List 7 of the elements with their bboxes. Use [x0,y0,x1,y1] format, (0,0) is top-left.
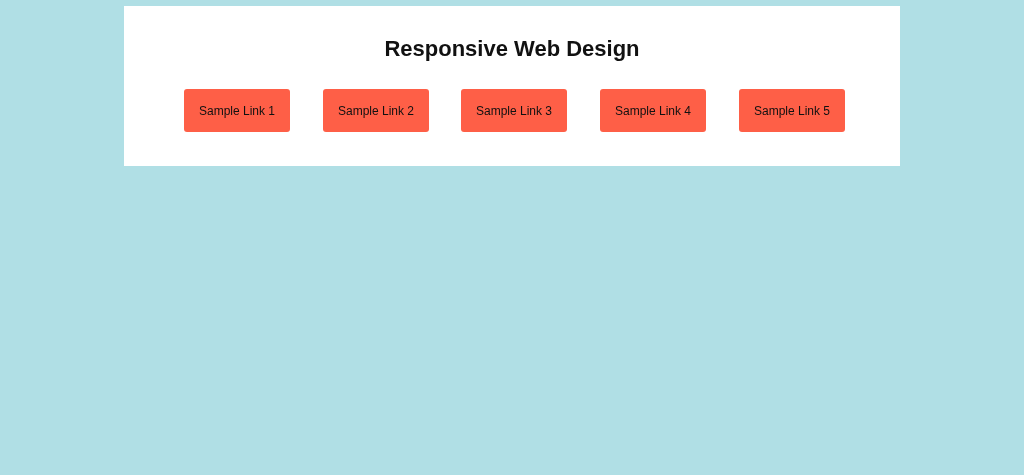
link-button: Sample Link 5 [739,89,845,132]
link-button: Sample Link 4 [600,89,706,132]
link-button: Sample Link 3 [461,89,567,132]
page-heading: Responsive Web Design [383,36,641,62]
link-button: Sample Link 1 [184,89,290,132]
header-panel [124,6,900,166]
link-button: Sample Link 2 [323,89,429,132]
